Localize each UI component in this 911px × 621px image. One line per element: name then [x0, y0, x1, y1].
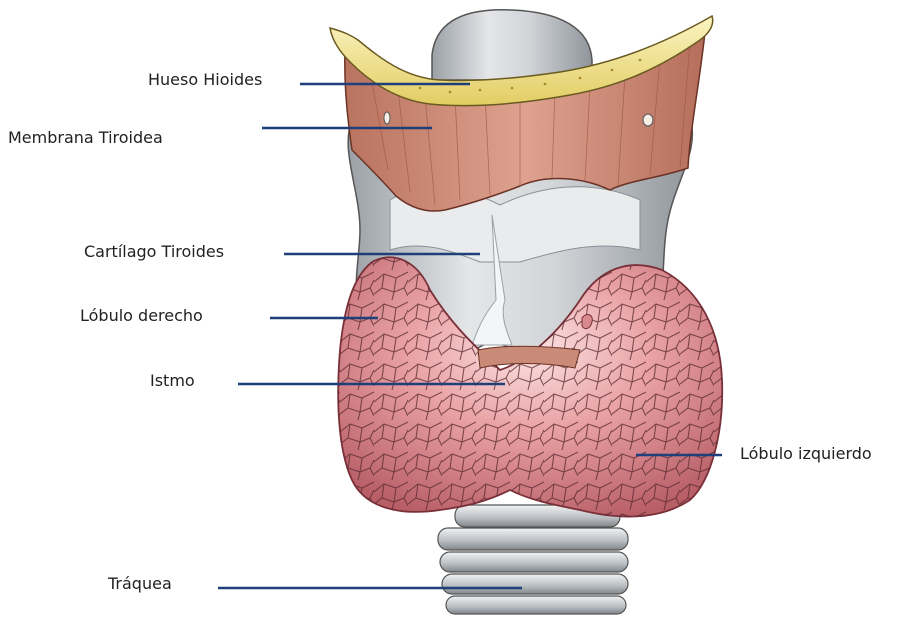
epiglottis-shape — [432, 10, 592, 80]
label-cartilago-tiroides: Cartílago Tiroides — [84, 242, 224, 261]
label-lobulo-izquierdo: Lóbulo izquierdo — [740, 444, 872, 463]
label-traquea: Tráquea — [108, 574, 172, 593]
label-hueso-hioides: Hueso Hioides — [148, 70, 262, 89]
label-membrana-tiroidea: Membrana Tiroidea — [8, 128, 163, 147]
label-istmo: Istmo — [150, 371, 195, 390]
label-lobulo-derecho: Lóbulo derecho — [80, 306, 203, 325]
trachea-shape — [438, 505, 628, 614]
